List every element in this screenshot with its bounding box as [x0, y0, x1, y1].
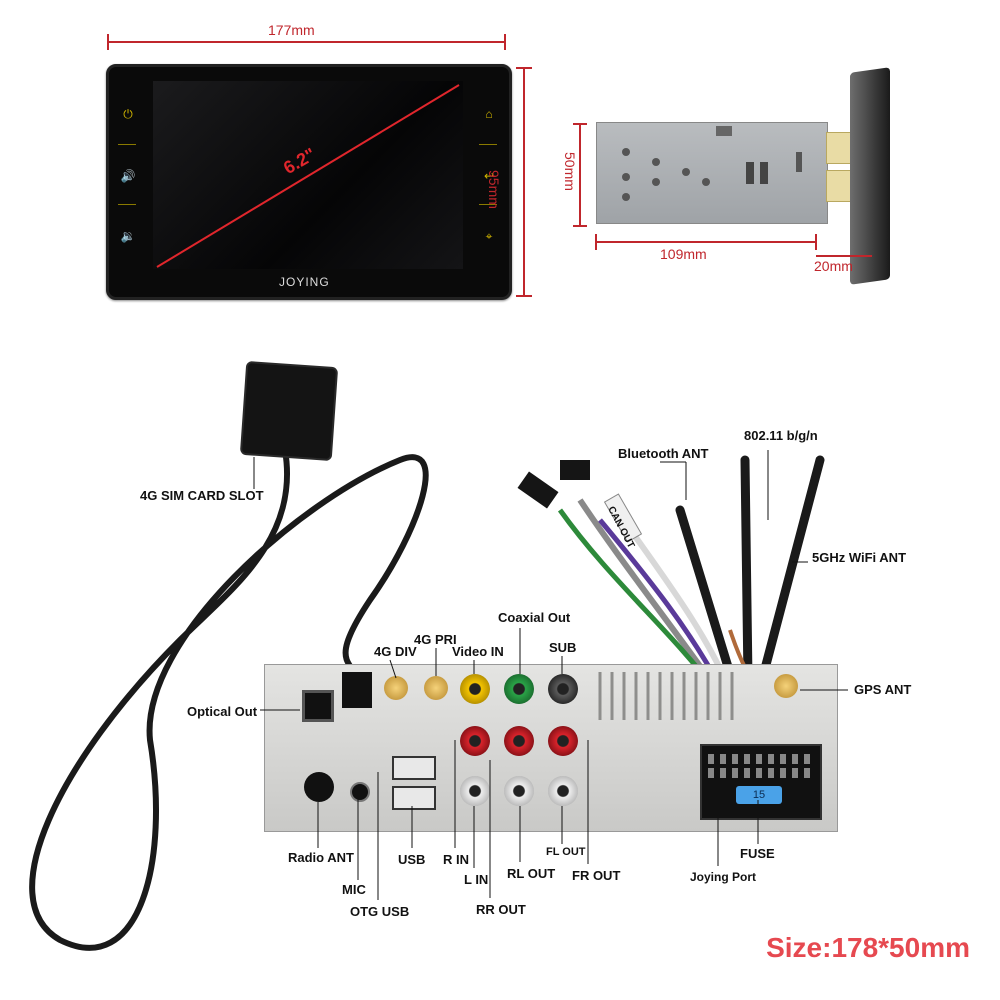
chassis-details	[622, 126, 802, 201]
sim-card-slot-label: 4G SIM CARD SLOT	[140, 488, 264, 503]
otg-usb-port[interactable]	[392, 786, 436, 810]
gps-ant-label: GPS ANT	[854, 682, 912, 697]
sim-cable	[29, 447, 429, 951]
connector-pins	[708, 754, 810, 778]
volume-down-icon[interactable]: 🔉	[120, 229, 136, 243]
sim-connector[interactable]	[342, 672, 372, 708]
r-in-label: R IN	[443, 852, 469, 867]
chassis-depth-label: 109mm	[660, 246, 707, 262]
otg-usb-label: OTG USB	[350, 904, 410, 919]
coaxial-out-label: Coaxial Out	[498, 610, 571, 625]
sim-card-slot[interactable]	[239, 360, 339, 462]
sim-leader	[253, 457, 255, 489]
4g-div-port[interactable]	[384, 676, 408, 700]
usb-port[interactable]	[392, 756, 436, 780]
height-dimension-line	[516, 67, 532, 297]
label-leaders-bottom	[260, 628, 848, 900]
fr-out-label: FR OUT	[572, 868, 621, 883]
sub-label: SUB	[549, 640, 577, 655]
l-in-label: L IN	[464, 872, 489, 887]
chassis-height-label: 50mm	[562, 152, 578, 191]
width-dimension-line	[107, 34, 506, 50]
optical-out-port[interactable]	[302, 690, 334, 722]
rr-out-port[interactable]	[504, 726, 534, 756]
joying-port-label: Joying Port	[690, 870, 757, 884]
sub-port[interactable]	[548, 674, 578, 704]
usb-label: USB	[398, 852, 426, 867]
divider	[479, 204, 497, 205]
radio-ant-port[interactable]	[304, 772, 334, 802]
home-icon[interactable]: ⌂	[485, 107, 493, 121]
width-dimension-label: 177mm	[268, 22, 315, 38]
rl-out-label: RL OUT	[507, 866, 556, 881]
vent-slots	[598, 672, 734, 720]
gps-ant-port[interactable]	[774, 674, 798, 698]
power-icon[interactable]: ⏻	[123, 107, 133, 121]
head-unit-front: 6.2" ⏻ 🔊 🔉 ⌂ ↩ ⌖ JOYING	[106, 64, 512, 300]
front-view: 177mm 6.2" ⏻ 🔊 🔉 ⌂ ↩ ⌖ JOYING 95mm	[100, 20, 540, 310]
divider	[479, 144, 497, 145]
label-leaders-top	[660, 450, 808, 563]
fr-out-port[interactable]	[548, 726, 578, 756]
size-caption: Size:178*50mm	[766, 932, 970, 963]
gps-icon[interactable]: ⌖	[485, 229, 493, 243]
mic-port[interactable]	[350, 782, 370, 802]
height-dimension-label: 95mm	[486, 170, 502, 209]
fuse-label: FUSE	[740, 846, 775, 861]
video-in-port[interactable]	[460, 674, 490, 704]
divider	[118, 144, 136, 145]
g4-pri-label: 4G PRI	[414, 632, 457, 647]
r-in-port[interactable]	[460, 726, 490, 756]
4g-pri-port[interactable]	[424, 676, 448, 700]
divider	[118, 204, 136, 205]
fl-out-label: FL OUT	[546, 846, 586, 858]
back-icon[interactable]: ↩	[483, 169, 495, 183]
fuse[interactable]: 15	[736, 786, 782, 804]
wifi-80211-label: 802.11 b/g/n	[744, 428, 818, 443]
rl-out-port[interactable]	[504, 776, 534, 806]
g4-div-label: 4G DIV	[374, 644, 417, 659]
face-depth-label: 20mm	[814, 258, 853, 274]
radio-ant-label: Radio ANT	[288, 850, 354, 865]
chassis-height-line	[573, 123, 587, 227]
optical-out-label: Optical Out	[187, 704, 258, 719]
bluetooth-ant-label: Bluetooth ANT	[618, 446, 709, 461]
side-view: 50mm 109mm 20mm	[560, 60, 900, 290]
l-in-port[interactable]	[460, 776, 490, 806]
volume-up-icon[interactable]: 🔊	[120, 169, 136, 183]
diagonal-line	[156, 84, 460, 268]
fl-out-port[interactable]	[548, 776, 578, 806]
wifi-5g-label: 5GHz WiFi ANT	[812, 550, 907, 565]
rr-out-label: RR OUT	[476, 902, 526, 917]
chassis-depth-line	[595, 234, 872, 257]
brand-logo: JOYING	[279, 275, 330, 289]
video-in-label: Video IN	[452, 644, 504, 659]
display-screen[interactable]: 6.2"	[153, 81, 463, 269]
coaxial-out-port[interactable]	[504, 674, 534, 704]
mic-label: MIC	[342, 882, 366, 897]
